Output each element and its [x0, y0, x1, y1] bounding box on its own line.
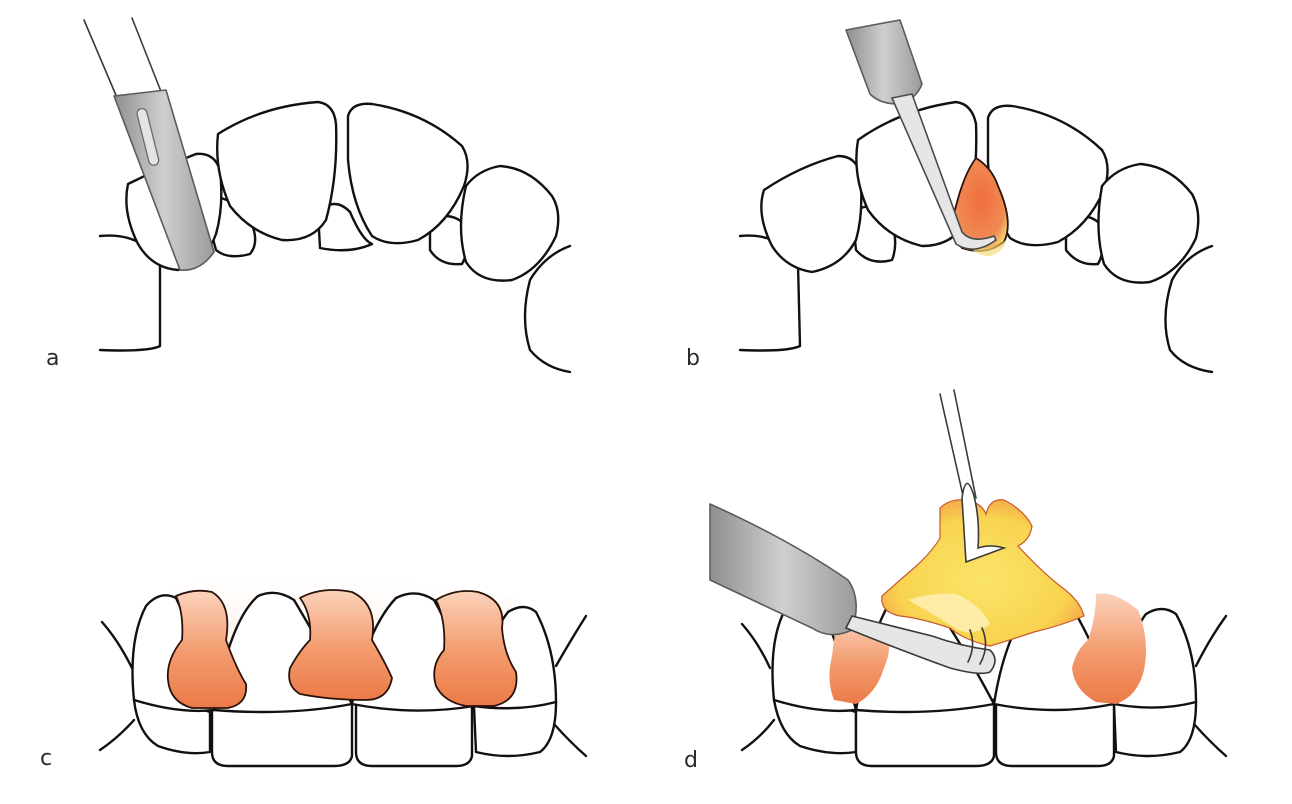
lateral-incisor-b-right — [1097, 162, 1200, 284]
scalpel-handle-line-right — [131, 17, 163, 95]
lateral-incisor-a-right — [459, 164, 560, 282]
panel-label-c: c — [40, 746, 52, 771]
curette-b-shank — [890, 93, 998, 250]
canine-b-left — [760, 154, 863, 274]
curette-d-tip-wire-1 — [979, 627, 987, 665]
panel-label-b: b — [686, 346, 700, 371]
papilla-c-1 — [166, 589, 248, 709]
panel-c: c — [40, 576, 588, 771]
papilla-c-2 — [288, 589, 393, 701]
gingival-margin-d-left — [740, 622, 776, 752]
panel-label-d: d — [684, 748, 698, 773]
gingival-margin-c-right — [552, 614, 588, 758]
scalpel — [83, 17, 215, 271]
panel-d: d — [684, 389, 1228, 773]
curette-d-tip-wire-2 — [967, 629, 974, 663]
elevator-shank-2 — [953, 389, 977, 499]
gingival-margin-c-left — [98, 620, 136, 752]
gingival-margin-a-right — [523, 244, 572, 374]
curette-d-shank — [844, 615, 996, 675]
curette-b-handle — [845, 19, 923, 105]
papilla-d-right — [1072, 593, 1146, 704]
panel-label-a: a — [46, 346, 59, 371]
panel-b: b — [686, 19, 1214, 374]
curette-d — [709, 503, 996, 675]
elevator-shank-1 — [939, 393, 965, 501]
scalpel-handle-line-left — [83, 19, 119, 101]
central-incisor-a-left — [216, 100, 338, 242]
scalpel-blade — [113, 89, 215, 271]
gingival-margin-d-right — [1192, 614, 1228, 758]
interdental-a-1 — [316, 202, 374, 252]
elevator-d — [939, 389, 1007, 564]
panel-a: a — [46, 17, 572, 374]
flap-inner-highlight — [908, 593, 990, 633]
scalpel-slot — [136, 107, 160, 166]
papilla-c-3 — [433, 590, 518, 707]
gingival-margin-b-right — [1164, 244, 1214, 374]
elevator-tip — [961, 482, 1007, 564]
central-incisor-a-right — [346, 102, 469, 245]
curette-d-handle — [709, 503, 857, 636]
curette-b — [845, 19, 998, 250]
papilla-b-glow — [966, 240, 1006, 256]
